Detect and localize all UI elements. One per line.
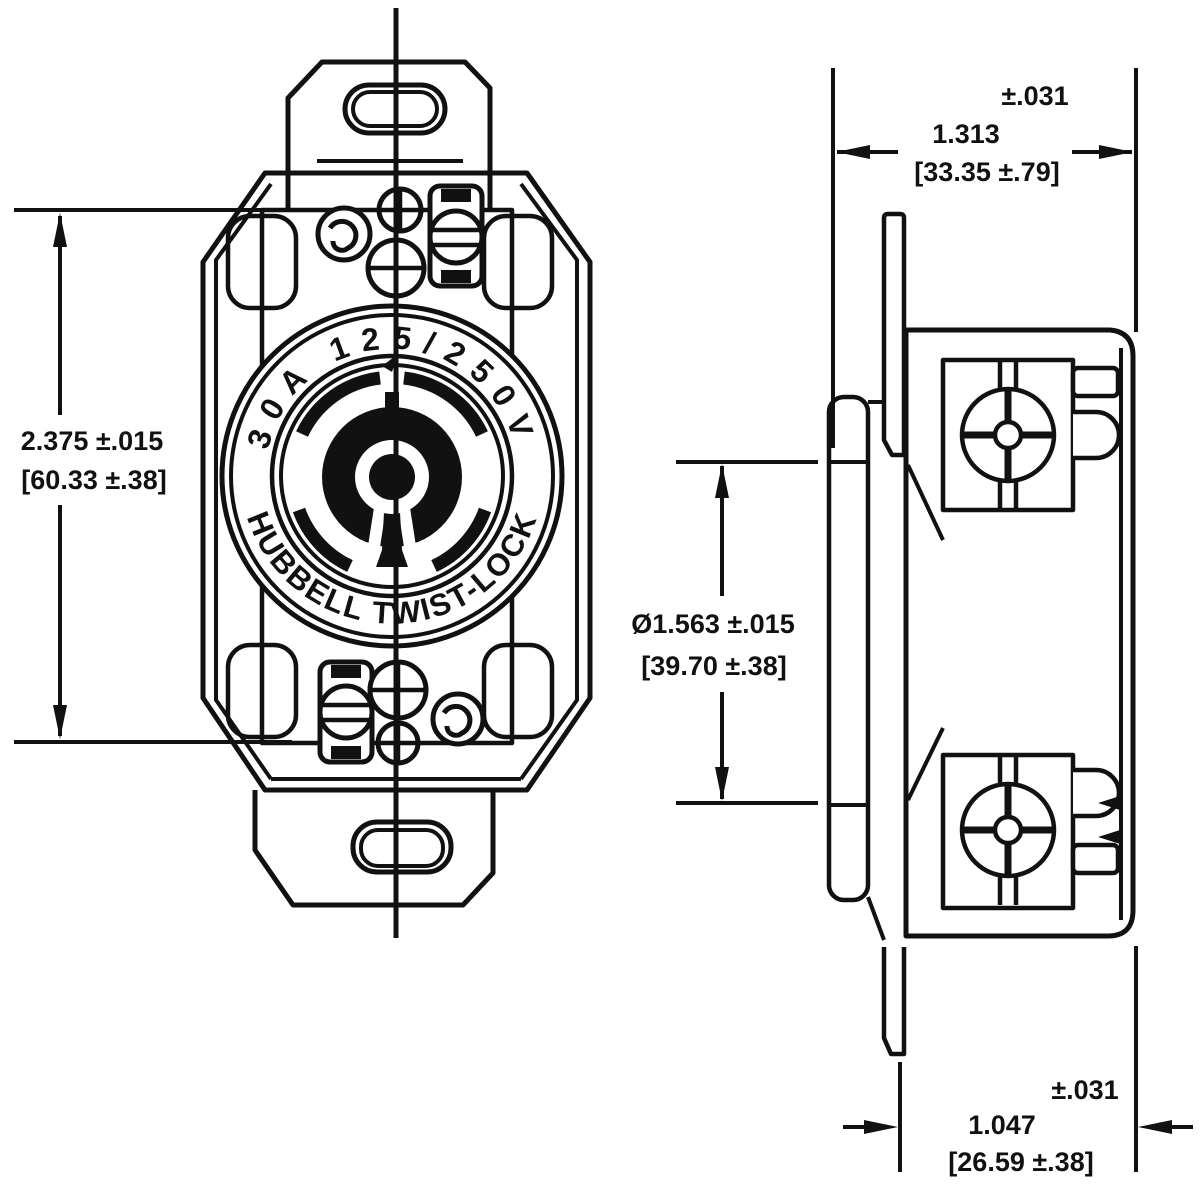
- lower-clamp-jaw2: [1098, 830, 1120, 844]
- flange-inner-left: [214, 182, 273, 781]
- bottom-slot-inner: [359, 828, 445, 868]
- bottom-strap-tab: [881, 947, 907, 1057]
- top-terminal-notch-upper: [441, 189, 471, 202]
- top-clutch-screw: [315, 205, 373, 263]
- bottom-clutch-screw-spiral: [441, 703, 473, 738]
- top-clutch-screw-spiral: [327, 218, 359, 253]
- lower-terminal-assembly: [940, 752, 1122, 911]
- keyway-tongue: [376, 512, 408, 567]
- arrow-right-inward: [864, 1120, 898, 1134]
- arrow-up: [715, 464, 729, 498]
- dim-overall-depth-inch: 1.313: [932, 119, 1000, 149]
- dim-face-diameter-inch: Ø1.563 ±.015: [631, 609, 794, 639]
- arrow-right: [1099, 145, 1133, 159]
- lower-phillips-center: [992, 814, 1024, 846]
- lower-clamp-jaw1: [1098, 796, 1120, 810]
- dim-behind-strap-inch: 1.047: [968, 1110, 1036, 1140]
- front-view: 30A 125/250V HUBBELL TWIST-LOCK: [200, 8, 593, 938]
- upper-phillips-center: [992, 419, 1024, 451]
- keyway-gap-left: [365, 507, 386, 567]
- top-strap-tab: [881, 211, 907, 458]
- corner-relief-bl: [225, 642, 299, 740]
- arrow-down: [53, 705, 67, 739]
- arrow-left: [836, 145, 870, 159]
- upper-terminal-assembly: [940, 357, 1122, 513]
- corner-relief-br: [481, 642, 555, 740]
- cone-line-bottom: [906, 727, 945, 801]
- blade-slot-top-right: [403, 371, 488, 437]
- dimensions: 2.375 ±.015 [60.33 ±.38] ±.031 1.313 [33…: [14, 68, 1193, 1177]
- dim-overall-depth: ±.031 1.313 [33.35 ±.79]: [831, 68, 1138, 448]
- dim-behind-strap-tol: ±.031: [1051, 1075, 1118, 1105]
- dim-flange-height: 2.375 ±.015 [60.33 ±.38]: [14, 208, 292, 744]
- dim-overall-depth-mm: [33.35 ±.79]: [914, 157, 1059, 187]
- dim-face-diameter: Ø1.563 ±.015 [39.70 ±.38]: [631, 460, 818, 805]
- dim-flange-height-inch: 2.375 ±.015: [21, 426, 163, 456]
- top-terminal-screw: [427, 208, 485, 266]
- blade-slot-top-left: [296, 371, 381, 437]
- dim-overall-depth-tol: ±.031: [1001, 81, 1068, 111]
- keyway-gap-right: [398, 507, 419, 567]
- flange-inner-right: [519, 182, 579, 781]
- top-terminal-notch-lower: [441, 270, 471, 283]
- bottom-mounting-ear: [252, 790, 496, 908]
- bottom-slot-outer: [350, 819, 454, 875]
- upper-wire-clamp: [1073, 409, 1122, 461]
- bottom-terminal-notch-lower: [331, 746, 361, 759]
- bottom-terminal-screw: [317, 683, 375, 741]
- upper-terminal-plate: [1070, 365, 1121, 399]
- side-face-profile: [826, 394, 871, 903]
- flange-octagon: [200, 170, 593, 793]
- bottom-terminal-notch-upper: [331, 665, 361, 678]
- face-outer-ring-inner: [229, 313, 555, 639]
- cone-line-top: [906, 464, 945, 541]
- blade-slot-lower-right: [431, 507, 492, 572]
- side-view: [826, 211, 1136, 1057]
- corner-relief-tl: [225, 213, 299, 311]
- bottom-clutch-screw: [430, 691, 486, 747]
- arrow-down: [715, 767, 729, 801]
- hub-center-dot: [369, 454, 415, 500]
- face-body-connector-bottom: [866, 896, 886, 941]
- dim-flange-height-mm: [60.33 ±.38]: [21, 465, 166, 495]
- dim-behind-strap-mm: [26.59 ±.38]: [948, 1147, 1093, 1177]
- twist-lock-face: 30A 125/250V HUBBELL TWIST-LOCK: [219, 303, 565, 649]
- arrow-up: [53, 213, 67, 247]
- dim-face-diameter-mm: [39.70 ±.38]: [641, 651, 786, 681]
- arrow-left-inward: [1138, 1120, 1172, 1134]
- blade-slot-lower-left: [292, 507, 353, 572]
- lower-wire-clamp: [1073, 767, 1122, 819]
- lower-terminal-plate: [1070, 842, 1121, 876]
- dim-behind-strap-depth: ±.031 1.047 [26.59 ±.38]: [843, 946, 1193, 1177]
- face-mid-ring: [269, 353, 515, 599]
